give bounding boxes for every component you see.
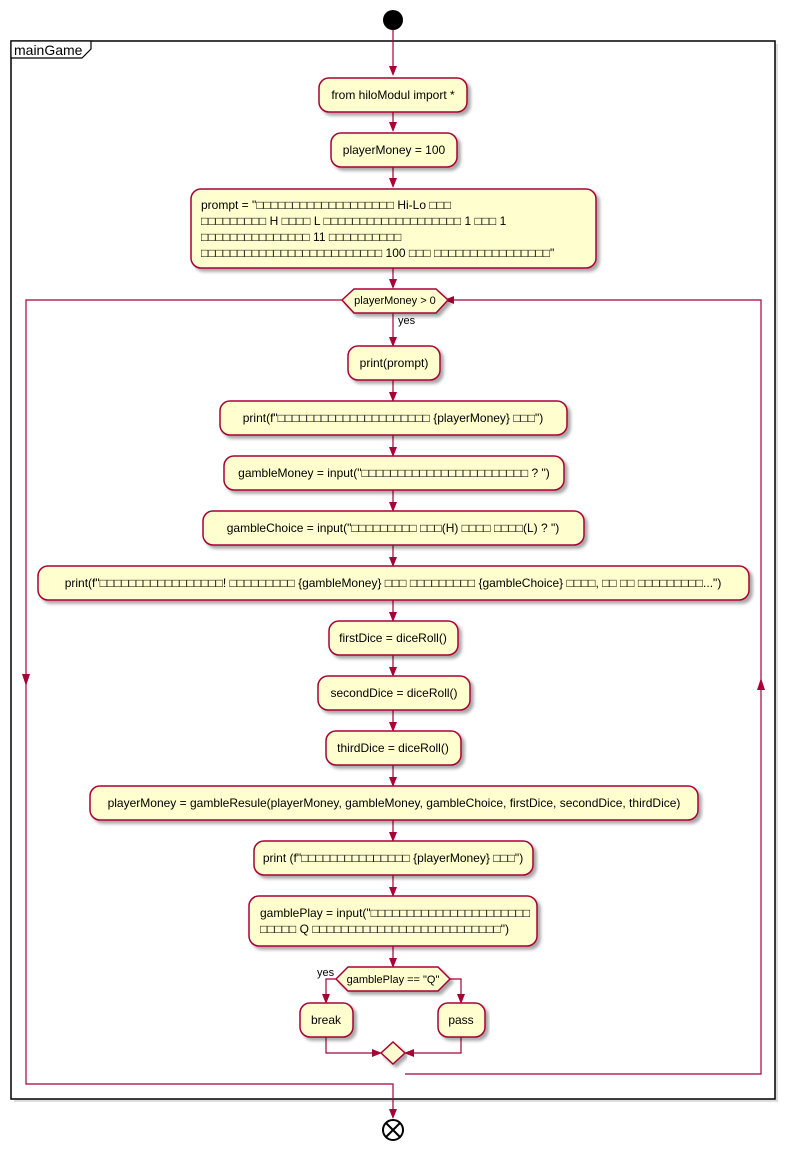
activity-second-dice-text: secondDice = diceRoll()	[330, 686, 457, 700]
activity-gamble-play-line-1: gamblePlay = input("□□□□□□□□□□□□□□□□□□□□…	[260, 906, 530, 920]
activity-print-money: print(f"□□□□□□□□□□□□□□□□□□□□□ {playerMon…	[219, 400, 568, 436]
activity-print-bet-text: print(f"□□□□□□□□□□□□□□□□□! □□□□□□□□□ {ga…	[65, 576, 722, 590]
activity-prompt-line-1: prompt = "□□□□□□□□□□□□□□□□□□□ Hi-Lo □□□	[201, 198, 451, 212]
activity-print-prompt-text: print(prompt)	[360, 356, 429, 370]
activity-pass-text: pass	[448, 1013, 473, 1027]
activity-print-bet: print(f"□□□□□□□□□□□□□□□□□! □□□□□□□□□ {ga…	[37, 565, 750, 601]
activity-import: from hiloModul import *	[318, 77, 468, 113]
activity-print-prompt: print(prompt)	[347, 345, 441, 381]
activity-third-dice: thirdDice = diceRoll()	[325, 730, 462, 766]
end-node	[382, 1119, 404, 1141]
activity-gamble-play: gamblePlay = input("□□□□□□□□□□□□□□□□□□□□…	[248, 895, 538, 947]
activity-first-dice-text: firstDice = diceRoll()	[339, 631, 447, 645]
activity-second-dice: secondDice = diceRoll()	[317, 675, 471, 711]
activity-print-money-text: print(f"□□□□□□□□□□□□□□□□□□□□□ {playerMon…	[243, 411, 544, 425]
while-yes-label: yes	[398, 315, 416, 327]
decision-while-player-money: playerMoney > 0 yes	[340, 288, 450, 327]
activity-break: break	[299, 1002, 354, 1038]
activity-print-remaining: print (f"□□□□□□□□□□□□□□□ {playerMoney} □…	[253, 840, 534, 876]
activity-gamble-result-text: playerMoney = gambleResule(playerMoney, …	[108, 796, 681, 810]
activity-gamble-choice: gambleChoice = input("□□□□□□□□□ □□□(H) □…	[202, 510, 585, 546]
activity-third-dice-text: thirdDice = diceRoll()	[337, 741, 449, 755]
frame-title: mainGame	[14, 42, 83, 58]
if-condition-text: gamblePlay == "Q"	[347, 974, 440, 986]
activity-gamble-result: playerMoney = gambleResule(playerMoney, …	[89, 785, 699, 821]
activity-prompt-line-4: □□□□□□□□□□□□□□□□□□□□□□□□□ 100 □□□ □□□□□□…	[201, 246, 554, 260]
activity-gamble-play-line-2: □□□□□ Q □□□□□□□□□□□□□□□□□□□□□□□□□□")	[260, 922, 509, 936]
activity-prompt-line-2: □□□□□□□□□ H □□□□ L □□□□□□□□□□□□□□□□□□□ 1…	[201, 214, 507, 228]
decision-gamble-play-q: gamblePlay == "Q" yes	[317, 966, 452, 992]
edges	[22, 30, 765, 1119]
activity-gamble-choice-text: gambleChoice = input("□□□□□□□□□ □□□(H) □…	[227, 521, 560, 535]
start-node	[383, 10, 403, 30]
activity-player-money-init-text: playerMoney = 100	[343, 143, 446, 157]
activity-player-money-init: playerMoney = 100	[330, 132, 458, 168]
activity-first-dice: firstDice = diceRoll()	[328, 620, 459, 656]
activity-pass: pass	[437, 1002, 486, 1038]
activity-break-text: break	[311, 1013, 342, 1027]
while-condition-text: playerMoney > 0	[354, 295, 436, 307]
activity-import-text: from hiloModul import *	[331, 88, 455, 102]
activity-gamble-money: gambleMoney = input("□□□□□□□□□□□□□□□□□□□…	[223, 455, 565, 491]
activity-print-remaining-text: print (f"□□□□□□□□□□□□□□□ {playerMoney} □…	[263, 851, 523, 865]
activity-prompt: prompt = "□□□□□□□□□□□□□□□□□□□ Hi-Lo □□□ …	[190, 188, 597, 269]
if-yes-label: yes	[317, 967, 335, 979]
merge-diamond	[379, 1040, 407, 1066]
activity-prompt-line-3: □□□□□□□□□□□□□□□ 11 □□□□□□□□□□	[201, 230, 401, 244]
activity-gamble-money-text: gambleMoney = input("□□□□□□□□□□□□□□□□□□□…	[238, 466, 550, 480]
